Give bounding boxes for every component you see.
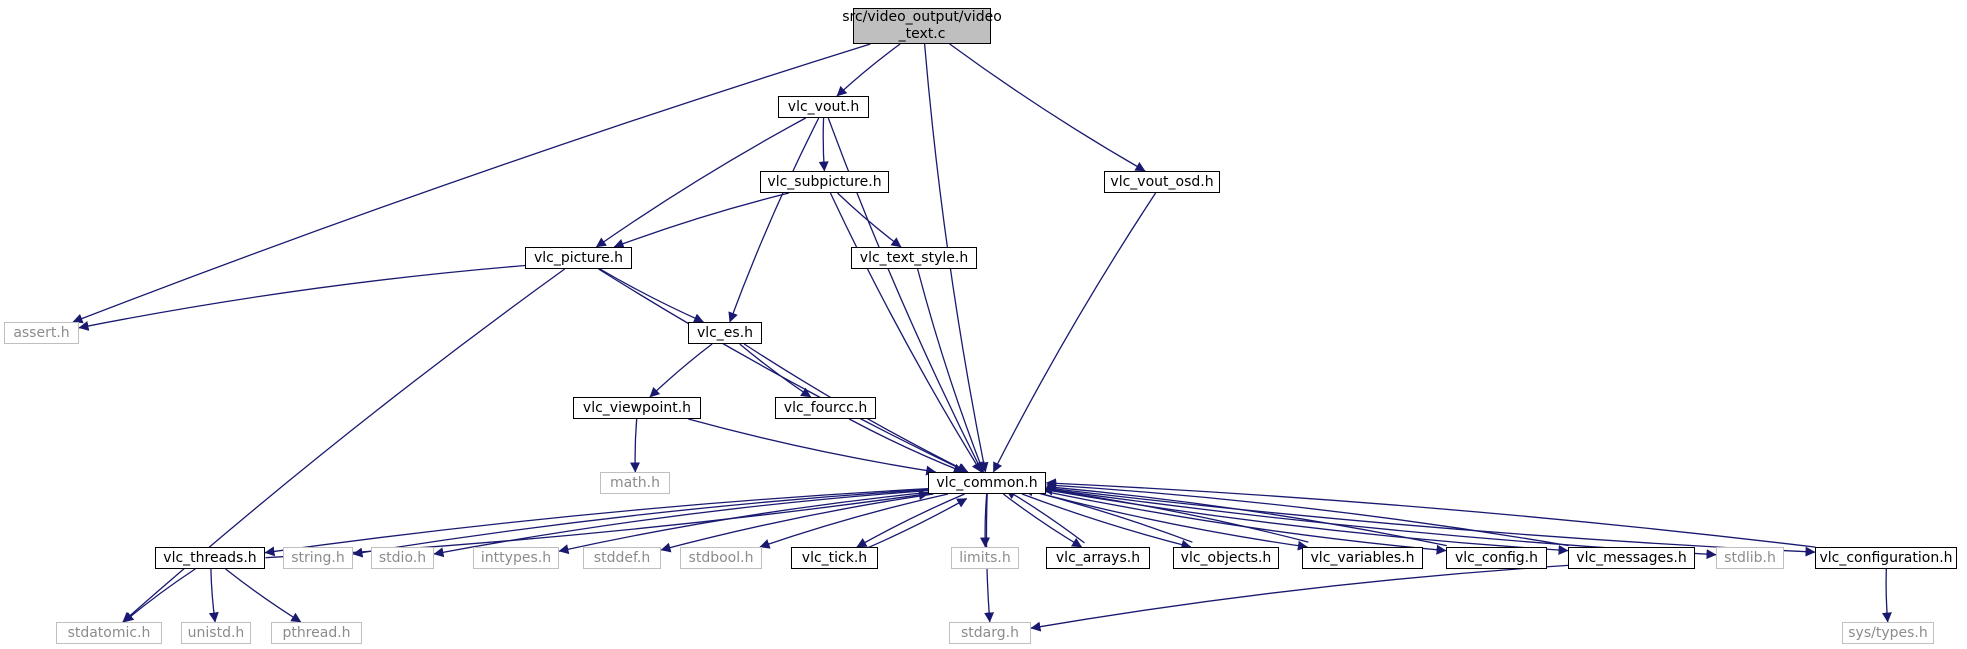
edge-vlc-common-to-vlc-arrays (1002, 493, 1083, 548)
node-vlc-tick[interactable]: vlc_tick.h (791, 547, 878, 569)
node-vlc-config[interactable]: vlc_config.h (1446, 547, 1547, 569)
edge-vlc-messages-to-stdarg-h (1030, 564, 1569, 632)
node-vlc-objects[interactable]: vlc_objects.h (1173, 547, 1279, 569)
edge-vlc-common-to-vlc-messages (1045, 489, 1569, 555)
node-vlc-viewpoint[interactable]: vlc_viewpoint.h (573, 397, 701, 419)
edge-vlc-picture-to-assert-h (78, 264, 526, 331)
edge-vlc-picture-to-vlc-common (598, 268, 968, 473)
node-vlc-text-style[interactable]: vlc_text_style.h (851, 247, 977, 269)
node-inttypes-h: inttypes.h (473, 547, 559, 569)
node-vlc-messages[interactable]: vlc_messages.h (1568, 547, 1695, 569)
edge-video-text-to-vlc-vout-osd (949, 43, 1146, 172)
node-string-h: string.h (283, 547, 353, 569)
node-limits-h: limits.h (951, 547, 1019, 569)
edge-vlc-common-to-stddef-h (660, 493, 934, 553)
edge-vlc-viewpoint-to-vlc-common (688, 418, 937, 476)
edge-vlc-threads-to-pthread-h (225, 568, 302, 623)
node-stdatomic-h: stdatomic.h (56, 622, 162, 644)
edge-vlc-common-to-vlc-objects (1021, 493, 1192, 550)
edge-vlc-subpicture-to-vlc-picture (613, 192, 790, 249)
edge-vlc-configuration-to-sys-types-h (1881, 568, 1892, 623)
edge-vlc-vout-to-vlc-common (827, 117, 983, 473)
node-vlc-vout-osd[interactable]: vlc_vout_osd.h (1104, 171, 1220, 193)
edge-vlc-viewpoint-to-math-h (630, 418, 641, 473)
edge-vlc-threads-to-vlc-common (265, 490, 929, 559)
node-vlc-threads[interactable]: vlc_threads.h (155, 547, 265, 569)
edge-vlc-arrays-to-vlc-common (1005, 489, 1085, 544)
edge-vlc-config-to-vlc-common (1046, 482, 1447, 547)
edge-vlc-vout-to-vlc-picture (595, 117, 807, 248)
edge-vlc-es-to-vlc-fourcc (739, 343, 812, 398)
edge-vlc-vout-to-vlc-subpicture (818, 117, 829, 172)
node-vlc-configuration[interactable]: vlc_configuration.h (1815, 547, 1957, 569)
root-file-node: src/video_output/video_text.c (842, 8, 1002, 44)
node-vlc-es[interactable]: vlc_es.h (688, 322, 762, 344)
node-pthread-h: pthread.h (271, 622, 362, 644)
edge-vlc-picture-to-vlc-es (599, 268, 704, 323)
edge-vlc-common-to-vlc-threads (264, 488, 929, 557)
edge-vlc-vout-to-vlc-es (728, 117, 820, 323)
edge-vlc-common-to-vlc-tick (856, 493, 965, 548)
node-unistd-h: unistd.h (181, 622, 251, 644)
edge-vlc-common-to-stdlib-h (1045, 488, 1717, 560)
edge-vlc-common-to-vlc-config (1045, 491, 1447, 555)
edge-vlc-es-to-vlc-viewpoint (649, 343, 713, 398)
edge-vlc-vout-osd-to-vlc-common (992, 192, 1157, 473)
node-vlc-picture[interactable]: vlc_picture.h (525, 247, 632, 269)
edge-vlc-tick-to-vlc-common (858, 497, 968, 553)
node-assert-h: assert.h (4, 322, 79, 344)
edge-vlc-text-style-to-vlc-common (916, 268, 985, 473)
node-vlc-arrays[interactable]: vlc_arrays.h (1046, 547, 1150, 569)
node-sys-types-h: sys/types.h (1842, 622, 1934, 644)
edge-vlc-common-to-limits-h (980, 493, 991, 548)
node-vlc-fourcc[interactable]: vlc_fourcc.h (775, 397, 876, 419)
node-math-h: math.h (600, 472, 670, 494)
node-stdlib-h: stdlib.h (1716, 547, 1784, 569)
edge-vlc-subpicture-to-vlc-common (829, 192, 982, 473)
node-vlc-subpicture[interactable]: vlc_subpicture.h (760, 171, 889, 193)
node-vlc-variables[interactable]: vlc_variables.h (1302, 547, 1423, 569)
edge-vlc-threads-to-stdatomic-h (123, 568, 196, 623)
edge-vlc-messages-to-vlc-common (1046, 480, 1569, 547)
node-stdio-h: stdio.h (371, 547, 434, 569)
edge-vlc-variables-to-vlc-common (1042, 485, 1309, 543)
edge-vlc-subpicture-to-vlc-text-style (837, 192, 902, 248)
edge-vlc-threads-to-unistd-h (208, 568, 219, 623)
edge-vlc-common-to-inttypes-h (558, 491, 929, 555)
edge-video-text-to-assert-h (72, 43, 871, 324)
edge-vlc-configuration-to-vlc-common (1045, 478, 1816, 548)
node-stdbool-h: stdbool.h (680, 547, 762, 569)
node-stddef-h: stddef.h (583, 547, 661, 569)
edge-vlc-common-to-vlc-configuration (1045, 487, 1816, 557)
edge-vlc-fourcc-to-vlc-common (848, 418, 964, 474)
edge-vlc-picture-to-stdatomic-h (122, 268, 566, 623)
edge-vlc-common-to-string-h (352, 488, 929, 558)
edge-video-text-to-vlc-vout (836, 43, 901, 97)
node-stdarg-h: stdarg.h (949, 622, 1031, 644)
node-vlc-common[interactable]: vlc_common.h (928, 472, 1046, 494)
edge-vlc-common-to-vlc-variables (1041, 493, 1308, 551)
node-vlc-vout[interactable]: vlc_vout.h (778, 96, 869, 118)
